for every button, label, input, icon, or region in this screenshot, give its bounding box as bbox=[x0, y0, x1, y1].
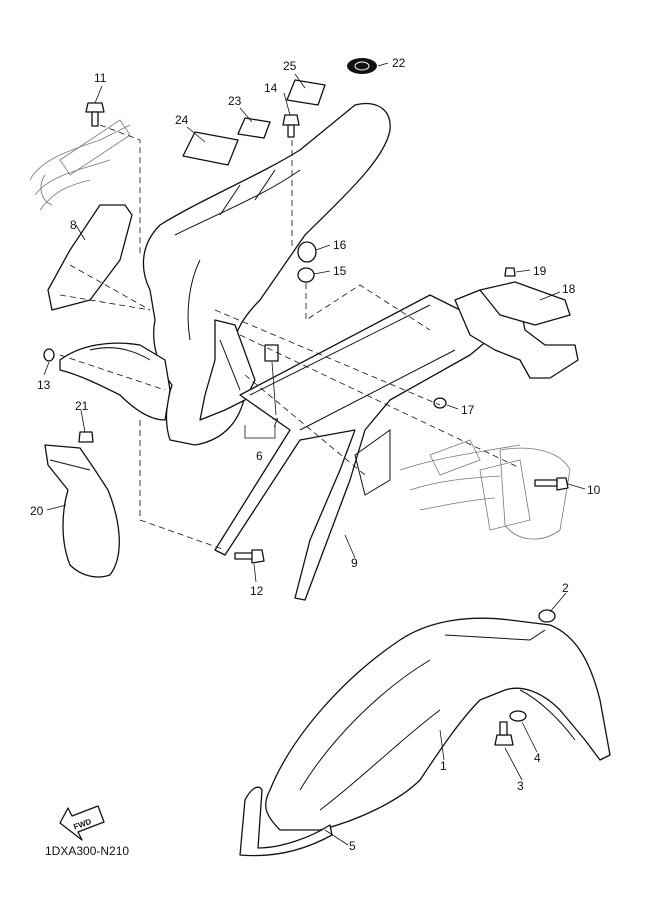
tail-bracket-18 bbox=[454, 281, 579, 379]
bolt-14 bbox=[282, 114, 300, 138]
callout-11: 11 bbox=[94, 71, 107, 85]
bolt-12 bbox=[234, 549, 265, 564]
washer-13 bbox=[43, 348, 55, 362]
screw-19 bbox=[504, 267, 516, 277]
grommet-16 bbox=[297, 241, 317, 263]
callout-20: 20 bbox=[30, 504, 44, 518]
decal-24 bbox=[182, 131, 239, 166]
front-fender-1 bbox=[265, 617, 611, 831]
callout-1: 1 bbox=[440, 759, 447, 773]
fwd-arrow-icon: FWD bbox=[59, 805, 105, 841]
decal-25 bbox=[286, 79, 326, 106]
callout-23: 23 bbox=[228, 94, 242, 108]
bolt-10 bbox=[534, 477, 569, 491]
callout-21: 21 bbox=[75, 399, 89, 413]
callout-17: 17 bbox=[461, 403, 475, 417]
screw-21 bbox=[78, 431, 94, 443]
callout-4: 4 bbox=[534, 751, 541, 765]
collar-2 bbox=[538, 609, 556, 623]
decals bbox=[182, 58, 377, 166]
front-fender-strip-5 bbox=[239, 786, 333, 857]
callout-14: 14 bbox=[264, 81, 278, 95]
callout-10: 10 bbox=[587, 483, 601, 497]
callout-24: 24 bbox=[175, 113, 189, 127]
callout-22: 22 bbox=[392, 56, 406, 70]
nut-7 bbox=[264, 344, 279, 362]
callout-12: 12 bbox=[250, 584, 264, 598]
diagram-code: 1DXA300-N210 bbox=[45, 844, 129, 858]
collar-15 bbox=[297, 267, 315, 283]
callout-8: 8 bbox=[70, 218, 77, 232]
callout-3: 3 bbox=[517, 779, 524, 793]
callout-13: 13 bbox=[37, 378, 51, 392]
leader-lines bbox=[43, 62, 586, 846]
frame-ghost-right bbox=[399, 439, 571, 540]
emblem-22 bbox=[347, 58, 377, 74]
fender-flap-left bbox=[59, 342, 171, 421]
rear-fender bbox=[142, 103, 391, 446]
callout-25: 25 bbox=[283, 59, 297, 73]
callout-7: 7 bbox=[272, 416, 279, 430]
rear-mudguard-20 bbox=[44, 444, 120, 578]
callout-6: 6 bbox=[256, 449, 263, 463]
callout-5: 5 bbox=[349, 839, 356, 853]
washer-4 bbox=[509, 710, 527, 722]
frame-ghost-left bbox=[29, 119, 131, 211]
bolt-3 bbox=[494, 721, 514, 746]
bolt-11 bbox=[85, 102, 105, 127]
assembly-lines bbox=[59, 124, 521, 551]
side-cover-8 bbox=[47, 204, 151, 311]
callouts: 1 2 3 4 5 6 7 8 9 10 11 12 13 14 15 16 1… bbox=[30, 56, 601, 853]
decal-23 bbox=[237, 117, 271, 139]
callout-16: 16 bbox=[333, 238, 347, 252]
callout-15: 15 bbox=[333, 264, 347, 278]
seat-rail-9 bbox=[214, 294, 501, 601]
callout-9: 9 bbox=[351, 556, 358, 570]
hardware bbox=[43, 102, 569, 746]
callout-2: 2 bbox=[562, 581, 569, 595]
callout-19: 19 bbox=[533, 264, 547, 278]
callout-18: 18 bbox=[562, 282, 576, 296]
nut-17 bbox=[433, 397, 447, 409]
